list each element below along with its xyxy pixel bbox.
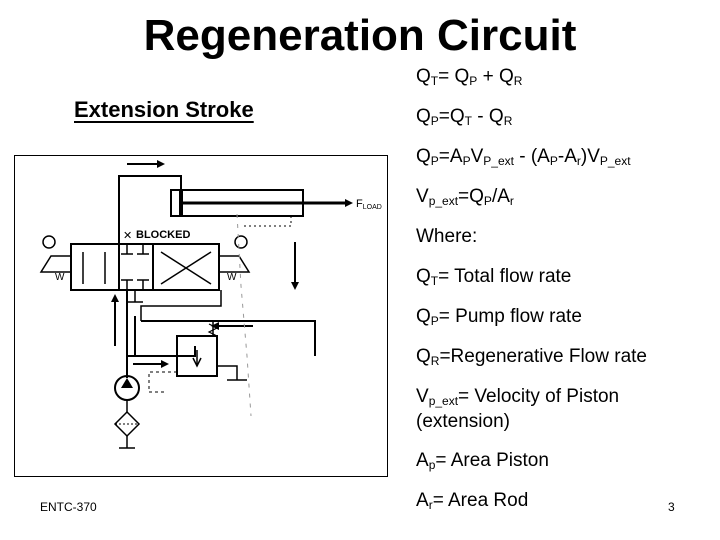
valve-envelope [70,243,220,291]
footer-course-code: ENTC-370 [40,500,97,514]
circuit-svg: BLOCKED ✕ FLOAD W W [39,160,382,449]
solenoid-left [42,235,56,249]
equation-velocity: Vp_ext=QP/Ar [416,186,514,208]
footer-page-number: 3 [668,500,675,514]
relief-valve [176,335,218,377]
definition-regen-flow: QR=Regenerative Flow rate [416,346,647,368]
line-valve-to-cap-end [118,175,182,244]
definition-rod-area: Ar= Area Rod [416,490,529,512]
subtitle: Extension Stroke [74,97,254,122]
circuit-diagram: BLOCKED ✕ FLOAD W W [14,155,388,477]
definition-piston-velocity: Vp_ext= Velocity of Piston (extension) [416,386,620,432]
equation-list: QT= QP + QR QP=QT - QR QP=APVP_ext - (AP… [416,64,716,528]
load-label: FLOAD [356,198,382,211]
slide-title: Regeneration Circuit [143,11,577,60]
arrowheads [111,160,353,388]
regen-line [127,346,196,357]
circuit-drawing [39,163,349,449]
rod-end-return [140,290,222,321]
equation-pump-flow: QP=QT - QR [416,106,513,128]
where-label: Where: [416,226,478,247]
definition-total-flow: QT= Total flow rate [416,266,572,288]
spring-label-right: W [227,272,237,283]
blocked-x-icon: ✕ [123,230,132,242]
blocked-label: BLOCKED [136,229,190,241]
definition-pump-flow: QP= Pump flow rate [416,306,582,328]
equation-area-velocity: QP=APVP_ext - (AP-Ar)VP_ext [416,146,631,168]
equation-total-flow: QT= QP + QR [416,66,523,88]
definition-piston-area: Ap= Area Piston [416,450,549,472]
line-rod-end [243,216,292,227]
spring-label-left: W [55,272,65,283]
solenoid-right [234,235,248,249]
